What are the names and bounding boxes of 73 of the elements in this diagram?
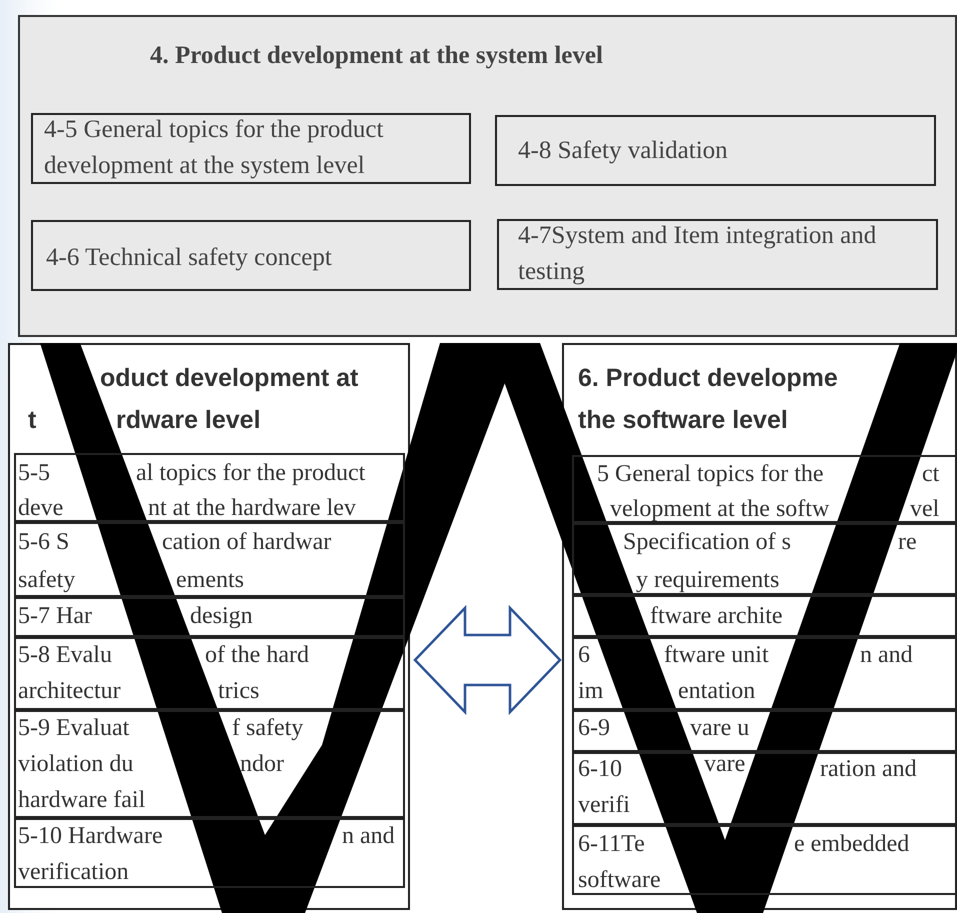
topic-row [14, 818, 405, 888]
double-arrow [413, 604, 562, 716]
topic-box [31, 113, 471, 184]
topic-text: 5-8 Evalu [18, 641, 112, 669]
topic-row [14, 522, 405, 597]
topic-text: architectur [18, 677, 121, 705]
topic-text: ndor [240, 750, 284, 778]
topic-text: 6-11Te [578, 830, 645, 858]
topic-text: violation du [18, 750, 134, 778]
topic-text: velopment at the softw [610, 495, 830, 523]
topic-text: 5-9 Evaluat [18, 714, 130, 742]
section-heading: oduct development at [100, 363, 358, 394]
topic-text: ements [176, 566, 244, 594]
topic-text: 4-5 General topics for the product development at the system level [44, 115, 384, 181]
section-heading: rdware level [116, 405, 261, 436]
topic-text: y requirements [636, 566, 780, 594]
topic-text: nt at the hardware lev [148, 494, 356, 522]
topic-text: 6-9 [578, 714, 610, 742]
topic-row [14, 637, 405, 710]
section-heading: t [28, 405, 36, 436]
topic-text: al topics for the product [136, 459, 366, 487]
topic-text: ct [922, 460, 940, 488]
topic-text: deve [18, 494, 64, 522]
topic-text: vel [910, 495, 940, 523]
topic-row [14, 710, 405, 818]
topic-text: cation of hardwar [162, 528, 332, 556]
topic-text: verifi [578, 791, 630, 819]
topic-text: design [190, 602, 253, 630]
topic-text: n and [860, 641, 913, 669]
section-heading: the software level [578, 405, 788, 436]
topic-text: 5-10 Hardware [18, 822, 163, 850]
topic-row [572, 455, 957, 523]
topic-text: 4-7System and Item integration and testing [518, 221, 878, 287]
section-heading: 6. Product developme [578, 363, 838, 394]
topic-text: re [898, 528, 917, 556]
topic-box [495, 115, 936, 186]
topic-box [497, 219, 938, 290]
topic-text: ftware unit [664, 641, 769, 669]
topic-text: 6 [578, 641, 590, 669]
topic-box [31, 220, 471, 291]
topic-text: ration and [820, 755, 917, 783]
topic-row [572, 710, 957, 752]
topic-text: 5 General topics for the [597, 460, 824, 488]
topic-text: 5-6 S [18, 528, 70, 556]
topic-row [572, 523, 957, 595]
topic-text: 6-10 [578, 755, 622, 783]
topic-row [572, 637, 957, 710]
topic-row [572, 825, 957, 895]
topic-row [14, 453, 405, 522]
topic-text: f safety [232, 714, 304, 742]
topic-text: 5-5 [18, 459, 50, 487]
topic-text: vare [704, 750, 746, 778]
topic-row [14, 597, 405, 637]
topic-text: Specification of s [623, 528, 791, 556]
topic-text: safety [18, 566, 76, 594]
topic-row [572, 752, 957, 825]
topic-row [572, 595, 957, 637]
topic-text: software [578, 866, 661, 894]
topic-text: 5-7 Har [18, 602, 92, 630]
topic-text: 4-6 Technical safety concept [46, 243, 333, 273]
topic-text: verification [18, 858, 129, 886]
topic-text: e embedded [794, 830, 910, 858]
topic-text: entation [678, 677, 756, 705]
topic-text: im [578, 677, 604, 705]
topic-text: ftware archite [650, 602, 783, 630]
topic-text: of the hard [205, 641, 309, 669]
topic-text: trics [218, 677, 260, 705]
topic-text: vare u [690, 714, 750, 742]
topic-text: n and [342, 822, 395, 850]
section-panel [18, 15, 957, 337]
topic-text: hardware fail [18, 786, 146, 814]
topic-text: 4-8 Safety validation [518, 136, 729, 166]
section-heading: 4. Product development at the system level [150, 41, 603, 71]
